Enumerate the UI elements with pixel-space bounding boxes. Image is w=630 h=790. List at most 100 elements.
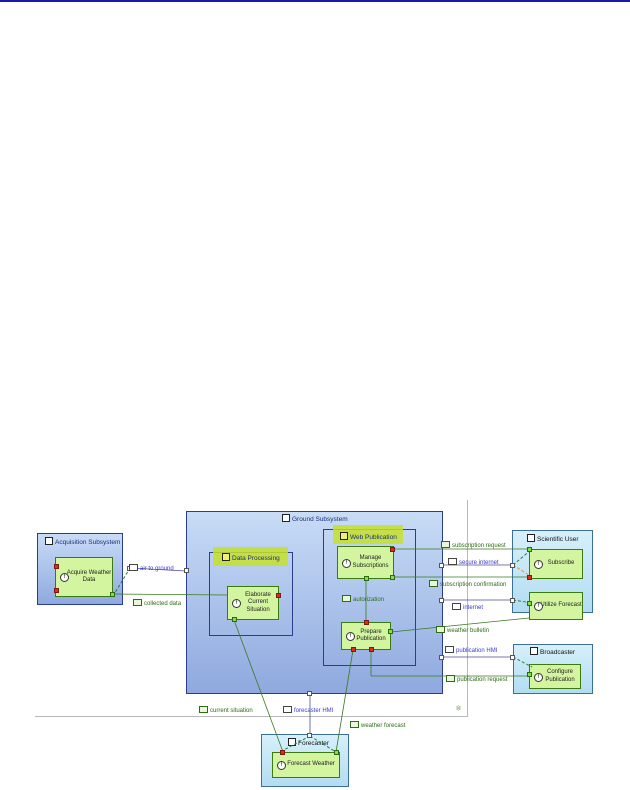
ground-subsystem-title: Ground Subsystem <box>282 514 348 523</box>
port-acquire-in-1[interactable] <box>54 564 59 569</box>
allocation-subscribe-out <box>512 564 533 578</box>
group-icon <box>222 553 230 561</box>
function-icon: f <box>534 602 543 611</box>
label-weather-bulletin[interactable]: weather bulletin <box>436 626 489 634</box>
actor-icon <box>530 647 538 655</box>
port-manage-in[interactable] <box>390 547 395 552</box>
canvas-frame-right <box>467 500 468 716</box>
exchange-icon <box>445 646 454 653</box>
port-forecast-in[interactable] <box>280 750 285 755</box>
exchange-icon <box>446 675 455 682</box>
exchange-weather-bulletin <box>390 617 530 633</box>
port-acquire-out[interactable] <box>110 592 115 597</box>
label-publication-request[interactable]: publication request <box>446 675 507 683</box>
port-prepare-in-2[interactable] <box>351 647 356 652</box>
label-subscription-confirmation[interactable]: subscription confirmation <box>429 580 506 588</box>
scientific-user-title: Scientific User <box>527 534 579 543</box>
web-publication-title: Web Publication <box>340 532 397 541</box>
function-label: Elaborate Current Situation <box>245 591 271 613</box>
exchange-icon <box>350 721 359 728</box>
label-subscription-request[interactable]: subscription request <box>441 541 506 549</box>
function-subscribe[interactable]: f Subscribe <box>529 549 583 579</box>
exchange-icon <box>133 599 142 606</box>
actor-icon <box>527 534 535 542</box>
allocation-configure <box>512 656 533 668</box>
function-icon: f <box>277 761 286 770</box>
function-label: Manage Subscriptions <box>352 555 389 569</box>
port-elaborate-in[interactable] <box>276 593 281 598</box>
function-label: Acquire Weather Data <box>66 569 112 584</box>
function-elaborate-current-situation[interactable]: f Elaborate Current Situation <box>227 586 279 620</box>
group-icon <box>340 532 348 540</box>
exchange-collected-data <box>112 593 228 596</box>
port-ground-hmi[interactable] <box>439 655 444 660</box>
port-manage-out-1[interactable] <box>390 575 395 580</box>
allocation-forecast-b <box>309 735 337 753</box>
function-label: Prepare Publication <box>356 628 386 643</box>
exchange-icon <box>429 580 438 587</box>
port-user-internet[interactable] <box>510 598 515 603</box>
label-air-to-ground[interactable]: air to ground <box>129 564 174 572</box>
allocation-forecast-a <box>279 735 311 753</box>
system-icon <box>282 514 290 522</box>
port-ground-air[interactable] <box>184 568 189 573</box>
port-user-secure[interactable] <box>510 563 515 568</box>
port-subscribe-in[interactable] <box>527 575 532 580</box>
label-autorization[interactable]: autorization <box>342 595 384 603</box>
port-broadcaster-hmi[interactable] <box>510 655 515 660</box>
port-ground-secure[interactable] <box>439 563 444 568</box>
label-collected-data[interactable]: collected data <box>133 599 181 607</box>
port-acquire-in-2[interactable] <box>54 588 59 593</box>
acquisition-subsystem-title: Acquisition Subsystem <box>45 537 120 546</box>
label-publication-hmi[interactable]: publication HMI <box>445 646 497 654</box>
port-ground-internet[interactable] <box>439 598 444 603</box>
label-secure-internet[interactable]: secure internet <box>448 558 499 566</box>
port-prepare-in-3[interactable] <box>369 647 374 652</box>
exchange-icon <box>452 603 461 610</box>
port-prepare-in[interactable] <box>364 620 369 625</box>
port-subscribe-out[interactable] <box>527 547 532 552</box>
link-air-to-ground <box>129 567 187 572</box>
port-elaborate-out[interactable] <box>232 617 237 622</box>
function-icon: f <box>60 573 69 582</box>
data-processing-title: Data Processing <box>222 553 280 562</box>
label-internet[interactable]: internet <box>452 603 483 611</box>
exchange-icon <box>129 564 138 571</box>
function-icon: f <box>342 558 351 568</box>
exchange-icon <box>436 626 445 633</box>
label-current-situation[interactable]: current situation <box>199 706 253 714</box>
function-icon: f <box>346 632 355 641</box>
port-ground-forecaster[interactable] <box>307 691 312 696</box>
port-manage-out-2[interactable] <box>364 576 369 581</box>
exchange-icon <box>441 541 450 548</box>
function-label: Forecast Weather <box>287 761 335 768</box>
port-forecast-out[interactable] <box>334 750 339 755</box>
exchange-icon <box>448 558 457 565</box>
exchange-weather-forecast <box>335 649 354 753</box>
function-icon: f <box>232 599 241 608</box>
function-icon: f <box>534 560 543 569</box>
port-forecaster-hmi[interactable] <box>307 733 312 738</box>
broadcaster-title: Broadcaster <box>530 647 575 656</box>
label-forecaster-hmi[interactable]: forecaster HMI <box>283 706 333 714</box>
canvas-frame-bottom <box>35 716 468 717</box>
exchange-icon <box>283 706 292 713</box>
function-label: Configure Publication <box>545 669 575 683</box>
top-border <box>0 0 630 2</box>
exchange-current-situation <box>233 619 284 753</box>
port-configure-out[interactable] <box>527 672 532 677</box>
canvas-corner-icon: ⚛ <box>455 704 463 713</box>
exchange-icon <box>342 595 351 602</box>
label-weather-forecast[interactable]: weather forecast <box>350 721 405 729</box>
data-processing-highlight <box>213 547 288 566</box>
allocation-acquire <box>112 567 131 597</box>
port-prepare-out-1[interactable] <box>388 629 393 634</box>
function-label: Utilize Forecast <box>540 602 582 609</box>
port-utilize-in[interactable] <box>527 601 532 606</box>
function-label: Subscribe <box>547 560 575 567</box>
